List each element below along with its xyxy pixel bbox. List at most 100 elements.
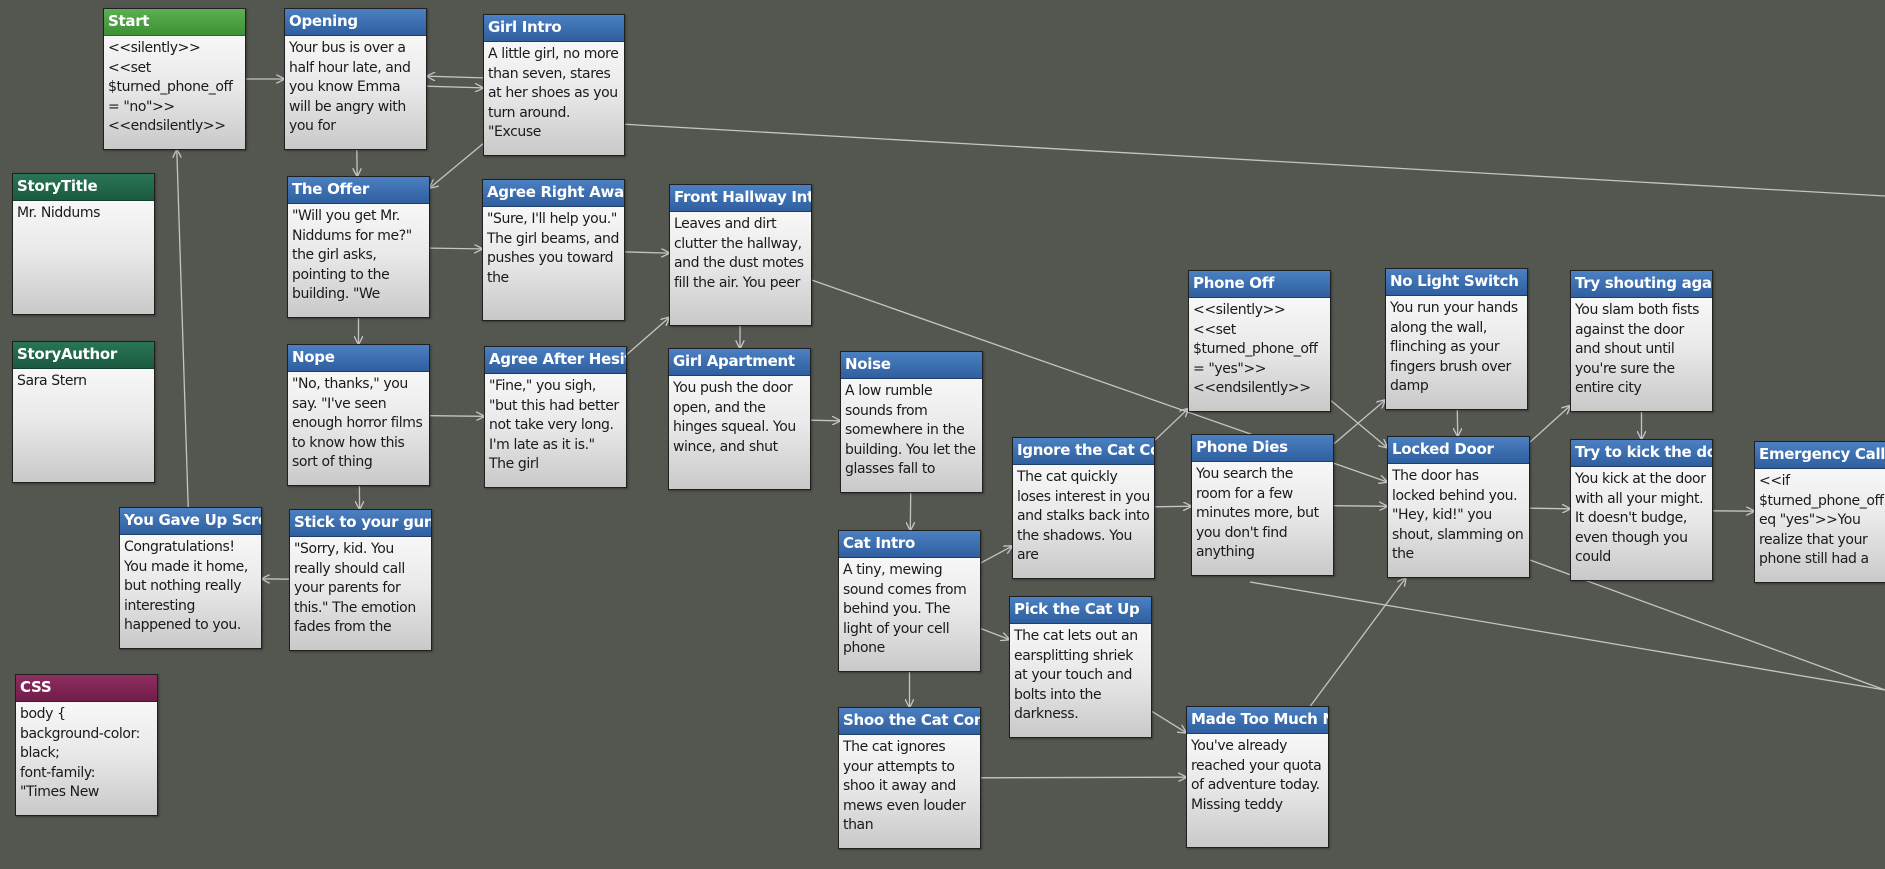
passage-title: Girl Apartment [669, 349, 810, 376]
passage-title: Locked Door [1388, 437, 1529, 464]
passage-excerpt: A little girl, no more than seven, stare… [488, 46, 623, 140]
passage-title: Cat Intro [839, 531, 980, 558]
passage-excerpt: "No, thanks," you say. "I've seen enough… [292, 376, 427, 470]
passage-excerpt: You search the room for a few minutes mo… [1196, 466, 1323, 560]
passage-try-to-kick-the-door[interactable]: Try to kick the door You kick at the doo… [1570, 439, 1713, 581]
passage-title: Opening [285, 9, 426, 36]
passage-excerpt: Congratulations! You made it home, but n… [124, 539, 252, 633]
passage-title: Girl Intro [484, 15, 624, 42]
passage-title: Ignore the Cat Completely [1013, 438, 1154, 465]
passage-excerpt: <<silently>> <<set $turned_phone_off = "… [108, 40, 233, 134]
link-arrow-ignore-cat-to-phone-off [1154, 409, 1188, 441]
link-arrow-girl-intro-to-the-offer [430, 143, 484, 188]
link-arrow-girl-apartment-to-noise [810, 420, 840, 421]
passage-title: Front Hallway Intro [670, 185, 811, 212]
link-arrow-phone-dies-to-locked-door [1333, 506, 1387, 507]
link-arrow-locked-door-to-try-shouting [1529, 406, 1570, 443]
passage-title: Phone Dies [1192, 435, 1333, 462]
passage-excerpt: "Sure, I'll help you." The girl beams, a… [487, 211, 624, 286]
passage-excerpt: <<silently>> <<set $turned_phone_off = "… [1193, 302, 1318, 396]
link-arrow-cat-intro-to-ignore-cat [980, 546, 1012, 564]
passage-made-too-much-noise[interactable]: Made Too Much Noise You've already reach… [1186, 706, 1329, 848]
passage-title: Try to kick the door [1571, 440, 1712, 467]
passage-agree-right-away[interactable]: Agree Right Away "Sure, I'll help you." … [482, 179, 625, 321]
passage-excerpt: You've already reached your quota of adv… [1191, 738, 1326, 813]
passage-start[interactable]: Start <<silently>> <<set $turned_phone_o… [103, 8, 246, 150]
link-arrow-phone-off-to-locked-door [1330, 400, 1387, 448]
link-arrow-opening-to-girl-intro [426, 86, 483, 88]
passage-excerpt: The cat ignores your attempts to shoo it… [843, 739, 970, 833]
passage-excerpt: "Will you get Mr. Niddums for me?" the g… [292, 208, 416, 302]
passage-cat-intro[interactable]: Cat Intro A tiny, mewing sound comes fro… [838, 530, 981, 672]
passage-title: CSS [16, 675, 157, 702]
passage-excerpt: You push the door open, and the hinges s… [673, 380, 800, 455]
passage-title: Try shouting again [1571, 271, 1712, 298]
passage-locked-door[interactable]: Locked Door The door has locked behind y… [1387, 436, 1530, 578]
offscreen-link-line [1529, 559, 1885, 691]
passage-title: Noise [841, 352, 982, 379]
passage-excerpt: You kick at the door with all your might… [1575, 471, 1710, 565]
offscreen-link-line-2 [1249, 581, 1885, 691]
passage-try-shouting-again[interactable]: Try shouting again You slam both fists a… [1570, 270, 1713, 412]
passage-title: Made Too Much Noise [1187, 707, 1328, 734]
passage-excerpt: The cat quickly loses interest in you an… [1017, 469, 1154, 563]
passage-excerpt: You run your hands along the wall, flinc… [1390, 300, 1522, 394]
passage-excerpt: The cat lets out an earsplitting shriek … [1014, 628, 1142, 722]
link-arrow-nope-to-agree-after [429, 416, 484, 417]
passage-excerpt: body { background-color: black; font-fam… [20, 706, 140, 800]
passage-title: Emergency Call [1755, 442, 1885, 469]
passage-opening[interactable]: Opening Your bus is over a half hour lat… [284, 8, 427, 150]
passage-title: StoryAuthor [13, 342, 154, 369]
passage-excerpt: A tiny, mewing sound comes from behind y… [843, 562, 971, 656]
passage-excerpt: The door has locked behind you. "Hey, ki… [1392, 468, 1528, 562]
link-arrow-agree-right-away-to-front-hallway [624, 252, 669, 253]
link-arrow-shoo-cat-to-made-too-much [980, 777, 1186, 778]
passage-girl-intro[interactable]: Girl Intro A little girl, no more than s… [483, 14, 625, 156]
passage-shoo-the-cat[interactable]: Shoo the Cat Completely The cat ignores … [838, 707, 981, 849]
passage-story-author[interactable]: StoryAuthor Sara Stern [12, 341, 155, 483]
passage-you-gave-up-screen[interactable]: You Gave Up Screen Congratulations! You … [119, 507, 262, 649]
passage-stick-to-your-guns[interactable]: Stick to your guns "Sorry, kid. You real… [289, 509, 432, 651]
passage-title: Agree After Hesitation [485, 347, 626, 374]
passage-the-offer[interactable]: The Offer "Will you get Mr. Niddums for … [287, 176, 430, 318]
link-arrow-locked-door-to-try-kick [1529, 508, 1570, 509]
passage-pick-the-cat-up[interactable]: Pick the Cat Up The cat lets out an ears… [1009, 596, 1152, 738]
passage-girl-apartment[interactable]: Girl Apartment You push the door open, a… [668, 348, 811, 490]
passage-emergency-call[interactable]: Emergency Call <<if $turned_phone_off eq… [1754, 441, 1885, 583]
link-arrow-made-too-much-to-locked-door [1309, 578, 1405, 707]
passage-css[interactable]: CSS body { background-color: black; font… [15, 674, 158, 816]
passage-excerpt: You slam both fists against the door and… [1575, 302, 1704, 396]
passage-phone-dies[interactable]: Phone Dies You search the room for a few… [1191, 434, 1334, 576]
passage-title: Pick the Cat Up [1010, 597, 1151, 624]
passage-excerpt: "Sorry, kid. You really should call your… [294, 541, 420, 635]
passage-excerpt: Sara Stern [17, 373, 87, 389]
link-arrow-cat-intro-to-pick-cat [980, 627, 1009, 640]
passage-noise[interactable]: Noise A low rumble sounds from somewhere… [840, 351, 983, 493]
passage-no-light-switch[interactable]: No Light Switch You run your hands along… [1385, 268, 1528, 410]
passage-excerpt: <<if $turned_phone_off eq "yes">>You rea… [1759, 473, 1884, 567]
link-arrow-phone-dies-to-no-light-switch [1333, 400, 1385, 445]
passage-excerpt: A low rumble sounds from somewhere in th… [845, 383, 980, 477]
passage-title: Agree Right Away [483, 180, 624, 207]
passage-title: The Offer [288, 177, 429, 204]
passage-agree-after-hesitation[interactable]: Agree After Hesitation "Fine," you sigh,… [484, 346, 627, 488]
passage-title: You Gave Up Screen [120, 508, 261, 535]
link-arrow-agree-after-to-front-hallway [626, 318, 669, 355]
link-arrow-girl-intro-to-opening [427, 76, 484, 78]
passage-excerpt: Mr. Niddums [17, 205, 100, 221]
passage-title: Nope [288, 345, 429, 372]
passage-phone-off[interactable]: Phone Off <<silently>> <<set $turned_pho… [1188, 270, 1331, 412]
passage-story-title[interactable]: StoryTitle Mr. Niddums [12, 173, 155, 315]
passage-excerpt: Leaves and dirt clutter the hallway, and… [674, 216, 808, 291]
passage-title: Shoo the Cat Completely [839, 708, 980, 735]
passage-front-hallway-intro[interactable]: Front Hallway Intro Leaves and dirt clut… [669, 184, 812, 326]
passage-title: Start [104, 9, 245, 36]
passage-title: No Light Switch [1386, 269, 1527, 296]
long-link-line [619, 123, 1885, 197]
passage-title: Stick to your guns [290, 510, 431, 537]
link-arrow-pick-cat-to-made-too-much [1151, 710, 1186, 732]
passage-excerpt: Your bus is over a half hour late, and y… [289, 40, 415, 134]
passage-nope[interactable]: Nope "No, thanks," you say. "I've seen e… [287, 344, 430, 486]
passage-ignore-the-cat[interactable]: Ignore the Cat Completely The cat quickl… [1012, 437, 1155, 579]
